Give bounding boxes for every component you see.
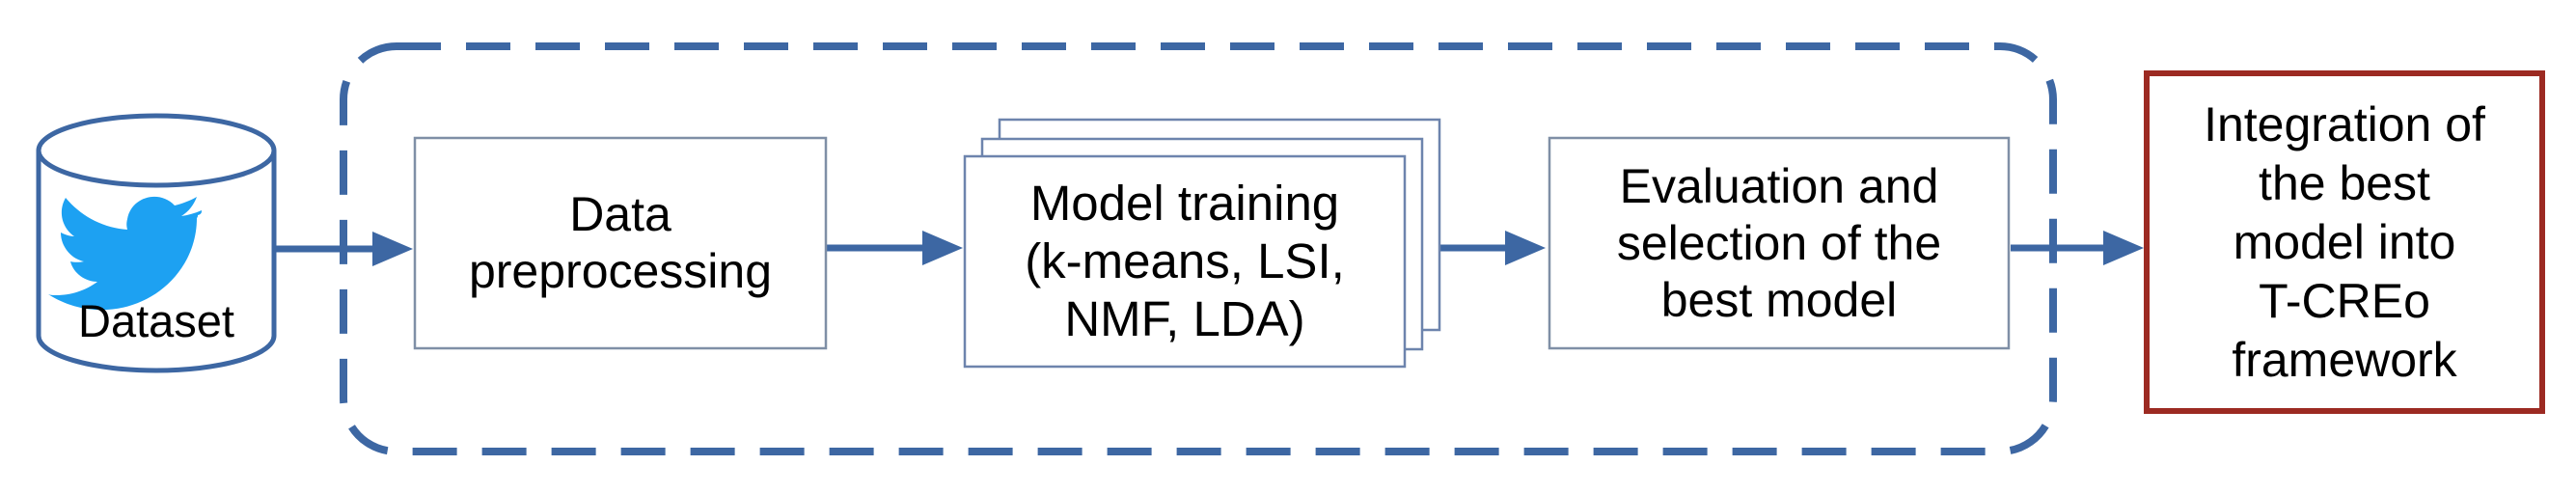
model-training-line-2: (k-means, LSI,	[1025, 233, 1345, 288]
preprocessing-line-1: Data	[569, 187, 671, 241]
integration-box	[2144, 70, 2545, 414]
model-training-box	[963, 154, 1407, 369]
integration-line-4: T-CREo	[2259, 273, 2430, 328]
model-training-label: Model training (k-means, LSI, NMF, LDA)	[965, 156, 1405, 367]
preprocessing-box	[413, 136, 828, 350]
integration-label: Integration of the best model into T-CRE…	[2147, 73, 2542, 411]
evaluation-line-2: selection of the	[1616, 215, 1942, 270]
integration-line-3: model into	[2233, 214, 2456, 269]
model-training-line-1: Model training	[1029, 175, 1340, 231]
twitter-bird-icon	[48, 196, 202, 311]
evaluation-label: Evaluation and selection of the best mod…	[1549, 138, 2009, 348]
integration-line-1: Integration of	[2204, 96, 2485, 151]
arrow-dataset-to-preprocessing	[276, 232, 413, 266]
preprocessing-label: Data preprocessing	[415, 138, 826, 348]
preprocessing-line-2: preprocessing	[468, 244, 773, 298]
model-training-line-3: NMF, LDA)	[1064, 291, 1305, 347]
dataset-label-text: Dataset	[78, 295, 234, 347]
arrow-preprocessing-to-training	[827, 231, 963, 265]
integration-line-2: the best	[2259, 155, 2430, 210]
evaluation-line-3: best model	[1660, 272, 1898, 327]
arrow-evaluation-to-output	[2011, 231, 2144, 265]
integration-line-5: framework	[2232, 332, 2457, 387]
model-training-stack	[963, 118, 1441, 369]
evaluation-line-1: Evaluation and	[1619, 158, 1939, 213]
evaluation-box	[1548, 136, 2011, 350]
dataset-label: Dataset	[39, 288, 274, 355]
